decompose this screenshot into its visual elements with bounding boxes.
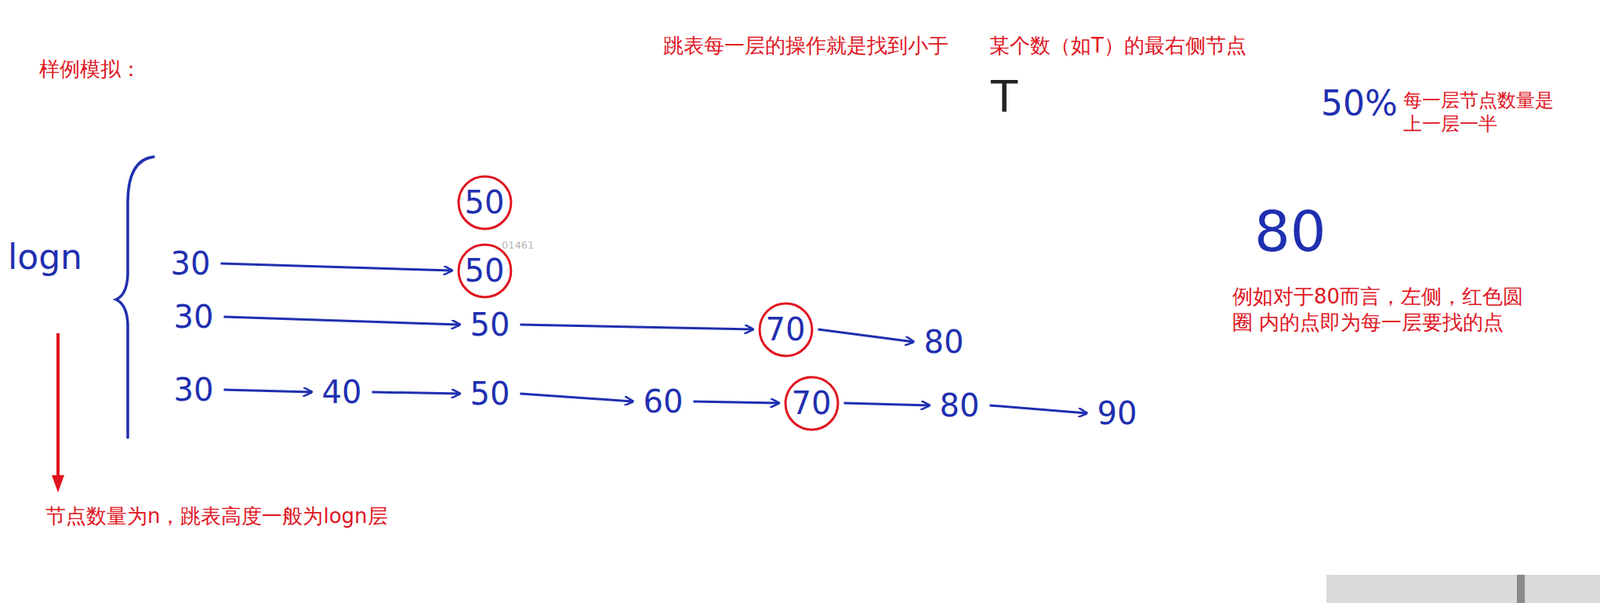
node-number: 70: [791, 385, 832, 421]
corner-image: [1326, 574, 1600, 603]
circle-outline-shape: [759, 303, 813, 356]
circle-outline-shape: [458, 176, 512, 229]
note-text: 跳表每一层的操作就是找到小于 某个数（如T）的最右侧节点: [663, 32, 1247, 59]
corner-image-detail: [1516, 574, 1525, 603]
list-node: 80: [934, 385, 986, 425]
list-node: 50: [464, 373, 516, 414]
handwritten-letter: T: [990, 68, 1018, 124]
list-node: 40: [316, 372, 368, 412]
list-node: 90: [1092, 393, 1143, 433]
node-number: 50: [464, 253, 505, 288]
node-number: 70: [765, 312, 806, 347]
watermark: 01461: [501, 239, 534, 252]
next-pointer: [371, 391, 460, 394]
next-pointer: [223, 389, 312, 392]
next-pointer: [692, 401, 779, 403]
list-node: 30: [168, 370, 220, 410]
node-number: 30: [174, 372, 215, 407]
note-text: 节点数量为n，跳表高度一般为logn层: [45, 503, 389, 530]
handwritten-percent: 50%: [1320, 81, 1398, 125]
node-number: 80: [939, 388, 980, 423]
list-node: 30: [165, 243, 217, 283]
handwritten-height: logn: [7, 235, 83, 279]
list-node: 60: [638, 381, 690, 421]
next-pointer: [817, 329, 914, 342]
next-pointer: [989, 405, 1087, 414]
circled-node: 70: [758, 301, 814, 358]
node-number: 50: [470, 376, 511, 411]
circled-node: 50: [457, 174, 513, 231]
next-pointer: [519, 324, 753, 330]
node-number: 50: [464, 185, 505, 220]
node-number: 30: [174, 299, 215, 334]
note-text: 例如对于80而言，左侧，红色圆圈 内的点即为每一层要找的点: [1232, 283, 1540, 335]
list-node: 80: [918, 322, 970, 362]
handwritten-number: 80: [1254, 195, 1327, 267]
node-number: 80: [924, 324, 965, 360]
circle-outline-shape: [458, 244, 512, 298]
circle-outline-shape: [785, 377, 839, 430]
list-node: 50: [464, 304, 516, 345]
next-pointer: [223, 316, 460, 325]
node-number: 60: [643, 384, 684, 419]
note-text: 每一层节点数量是 上一层一半: [1403, 88, 1572, 136]
node-number: 90: [1097, 395, 1138, 431]
next-pointer: [220, 263, 452, 271]
next-pointer: [843, 402, 929, 406]
list-node: 30: [168, 297, 220, 337]
circled-node: 70: [783, 375, 840, 432]
level-brace: [116, 156, 154, 438]
section-label: 样例模拟：: [39, 56, 142, 83]
pointer-arrow: [56, 333, 60, 479]
pointer-arrowhead: [51, 475, 65, 493]
next-pointer: [519, 393, 633, 402]
circled-node: 50: [457, 243, 513, 299]
node-number: 30: [170, 246, 211, 281]
node-number: 40: [322, 374, 363, 410]
node-number: 50: [470, 307, 511, 342]
